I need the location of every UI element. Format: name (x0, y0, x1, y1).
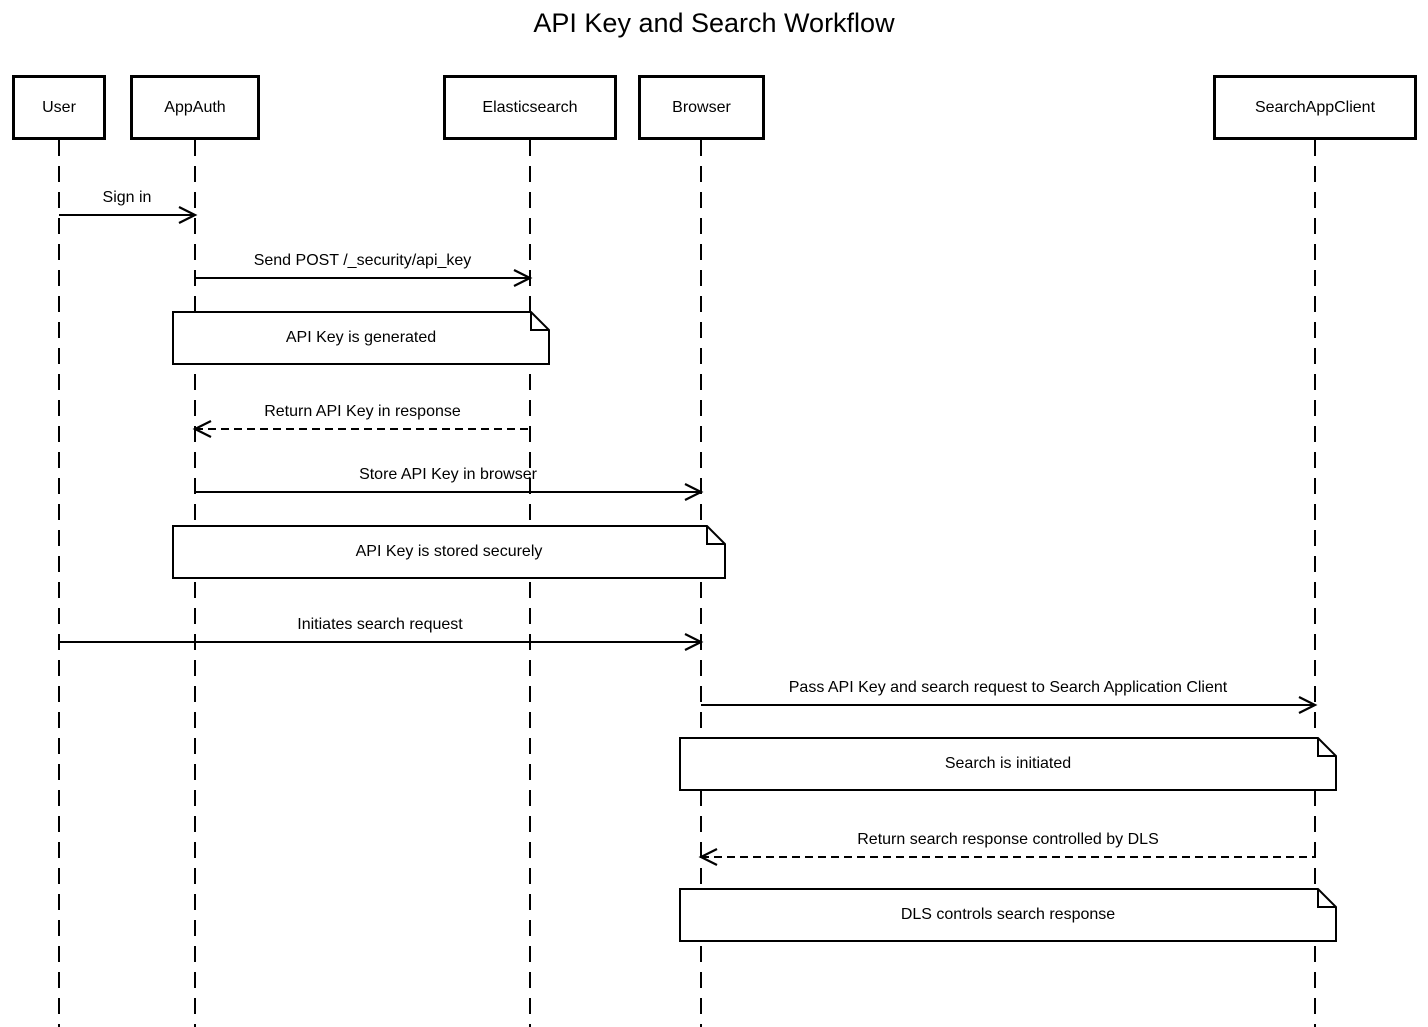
lifeline-elasticsearch (529, 140, 531, 1027)
lifeline-user (58, 140, 60, 1027)
diagram-title: API Key and Search Workflow (533, 8, 895, 38)
note-api-key-generated: API Key is generated (172, 311, 550, 365)
note-search-initiated: Search is initiated (679, 737, 1337, 791)
message-line-pass-api-key (701, 704, 1315, 706)
note-dls-controls: DLS controls search response (679, 888, 1337, 942)
note-text: DLS controls search response (900, 906, 1116, 923)
arrowhead-right-icon (684, 633, 704, 651)
note-shape-icon (679, 737, 1337, 791)
lifeline-searchappclient (1314, 140, 1316, 1027)
participant-searchappclient-label: SearchAppClient (1254, 98, 1376, 116)
message-label-return-api-key: Return API Key in response (264, 403, 461, 420)
note-text: API Key is stored securely (355, 543, 543, 560)
message-label-sign-in: Sign in (102, 189, 152, 206)
arrowhead-left-icon (698, 848, 718, 866)
arrowhead-right-icon (1298, 696, 1318, 714)
message-label-send-post: Send POST /_security/api_key (253, 252, 472, 269)
message-line-store-api-key (195, 491, 701, 493)
participant-user: User (12, 75, 106, 140)
message-label-initiates-search: Initiates search request (297, 616, 463, 633)
participant-elasticsearch-label: Elasticsearch (482, 98, 578, 116)
participant-searchappclient: SearchAppClient (1213, 75, 1417, 140)
lifeline-appauth (194, 140, 196, 1027)
message-label-store-api-key: Store API Key in browser (359, 466, 537, 483)
message-line-return-search-response (701, 856, 1315, 858)
note-api-key-stored: API Key is stored securely (172, 525, 726, 579)
participant-appauth: AppAuth (130, 75, 260, 140)
note-text: Search is initiated (944, 755, 1072, 772)
message-label-pass-api-key: Pass API Key and search request to Searc… (788, 679, 1228, 696)
note-shape-icon (679, 888, 1337, 942)
participant-user-label: User (42, 98, 76, 116)
arrowhead-right-icon (684, 483, 704, 501)
participant-appauth-label: AppAuth (164, 98, 226, 116)
note-text: API Key is generated (285, 329, 437, 346)
participant-elasticsearch: Elasticsearch (443, 75, 617, 140)
arrowhead-right-icon (513, 269, 533, 287)
participant-browser-label: Browser (672, 98, 731, 116)
message-label-return-search-response: Return search response controlled by DLS (857, 831, 1159, 848)
message-line-send-post (195, 277, 530, 279)
arrowhead-left-icon (192, 420, 212, 438)
message-line-sign-in (59, 214, 195, 216)
participant-browser: Browser (638, 75, 765, 140)
note-shape-icon (172, 525, 726, 579)
message-line-return-api-key (195, 428, 530, 430)
message-line-initiates-search (59, 641, 701, 643)
lifeline-browser (700, 140, 702, 1027)
arrowhead-right-icon (178, 206, 198, 224)
note-shape-icon (172, 311, 550, 365)
